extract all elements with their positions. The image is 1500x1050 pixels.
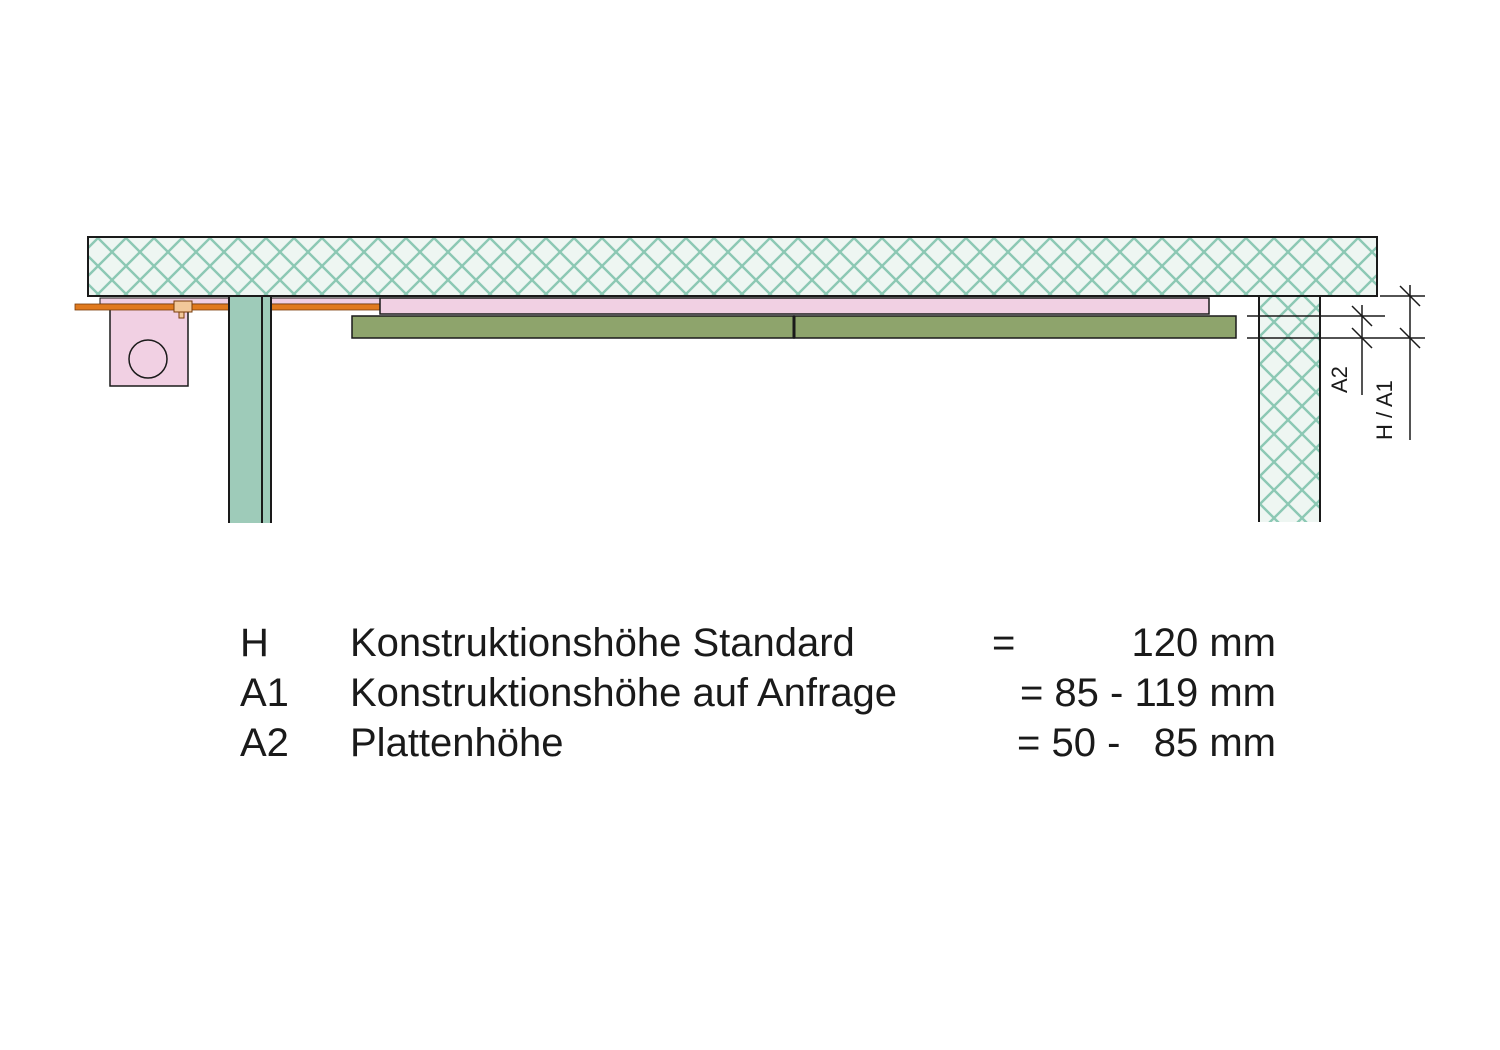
legend-symbol: A2 [240,721,289,765]
legend-description: Konstruktionshöhe Standard [350,621,855,665]
legend-equals: = [992,621,1016,665]
legend-row: H Konstruktionshöhe Standard = 120 mm [240,618,1300,668]
dimension-label-h-a1: H / A1 [1372,380,1397,440]
ceiling-panel-right [793,315,1237,339]
legend-row: A2 Plattenhöhe = 50 - 85 mm [240,718,1300,768]
legend-row: A1 Konstruktionshöhe auf Anfrage = 85 - … [240,668,1300,718]
ceiling-panel-left [351,315,795,339]
dimension-label-a2: A2 [1327,366,1352,393]
legend-equals: = 50 - 85 mm [1017,721,1276,765]
legend-description: Plattenhöhe [350,721,564,765]
box-opening [128,339,168,379]
legend-value: 120 mm [1131,621,1277,665]
supply-pipe [74,303,381,311]
legend: H Konstruktionshöhe Standard = 120 mm A1… [240,618,1300,768]
vertical-profile [228,295,272,527]
dimension-lines [1247,285,1425,440]
legend-equals: = 85 - 119 mm [1019,671,1276,715]
pipe-fitting [173,300,193,313]
legend-symbol: A1 [240,671,289,715]
section-drawing: A2 H / A1 [74,236,1425,527]
right-wall [1258,295,1321,527]
ceiling-slab [87,236,1378,297]
pink-layer [379,297,1210,315]
legend-symbol: H [240,621,269,665]
legend-description: Konstruktionshöhe auf Anfrage [350,671,898,715]
